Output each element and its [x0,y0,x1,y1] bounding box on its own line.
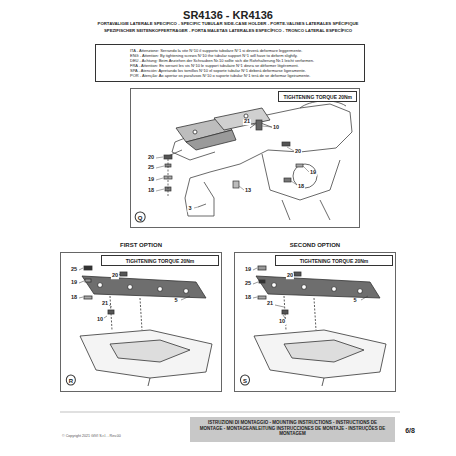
callout-number: 20 [147,155,155,161]
callout-number: 5 [352,298,357,304]
assembly-panel: TIGHTENING TORQUE 20Nm [130,88,360,228]
screw-stack [164,120,303,207]
rack-bracket [176,108,270,150]
callout-number: 19 [70,280,78,286]
page-title: SR4136 - KR4136 [183,10,273,21]
callout-number: 3 [187,206,192,212]
view-letter: S [240,375,250,386]
rack-plate-second [253,266,386,386]
callout-number: 19 [309,170,317,176]
view-letter: Q [135,212,146,223]
subtitle: PORTAVALIGIE LATERALE SPECIFICO - SPECIF… [98,22,359,26]
callout-number: 10 [96,317,104,323]
option-panel: FIRST OPTIONTIGHTENING TORQUE 20Nm [60,252,222,392]
copyright-note: © Copyright 2021 GIVI S.r.l. - Rev.00 [62,435,121,439]
warning-note: ITA - Attenzione: Serrando la vite N°10 … [130,48,360,53]
callout-number: 18 [297,184,305,190]
callout-number: 19 [147,177,155,183]
footer-band: ISTRUZIONI DI MONTAGGIO - MOUNTING INSTR… [190,417,395,442]
torque-note: TIGHTENING TORQUE 20Nm [101,255,219,266]
callout-number: 20 [294,149,302,155]
option-panel: SECOND OPTIONTIGHTENING TORQUE 20Nm [234,252,396,392]
view-letter: R [66,375,76,386]
warning-note: DEU - Achtung: Beim Anziehen der Schraub… [130,58,360,63]
motorcycle-tail [172,101,352,220]
option-heading: SECOND OPTION [235,242,395,248]
callout-number: 25 [147,165,155,171]
callout-number: 21 [101,301,109,307]
page-number: 6/8 [405,427,415,434]
callout-number: 21 [266,301,274,307]
torque-note: TIGHTENING TORQUE 20Nm [278,91,357,102]
warning-note: POR - Atenção: Ao apertar os parafusos N… [130,73,360,78]
page-rules [60,412,400,413]
callout-number: 13 [244,188,252,194]
callout-number: 20 [111,273,119,279]
callout-number: 18 [70,295,78,301]
callout-number: 25 [244,281,252,287]
callout-number: 20 [286,273,294,279]
rack-plate-first [79,266,212,386]
callout-number: 18 [244,295,252,301]
callout-number: 18 [147,188,155,194]
callout-number: 25 [70,267,78,273]
leader-lines [156,124,309,208]
callout-number: 21 [243,119,251,125]
callout-number: 19 [244,267,252,273]
warning-box: ITA - Attenzione: Serrando la vite N°10 … [95,44,365,82]
option-heading: FIRST OPTION [61,242,221,248]
callout-number: 10 [278,319,286,325]
warning-note: SPA - Atención: Apretando los tornillos … [130,68,360,73]
callout-number: 5 [173,298,178,304]
subtitle: SPEZIFISCHER SEITENKOFFERTRÄGER - PORTA … [104,29,352,33]
warning-note: ENG - Attention: By tightening screws N°… [130,53,360,58]
torque-note: TIGHTENING TORQUE 20Nm [275,255,393,266]
footer-text: ISTRUZIONI DI MONTAGGIO - MOUNTING INSTR… [196,420,389,437]
warning-note: FRA - Attention: En serrant les vis N°10… [130,63,360,68]
callout-number: 10 [272,125,280,131]
